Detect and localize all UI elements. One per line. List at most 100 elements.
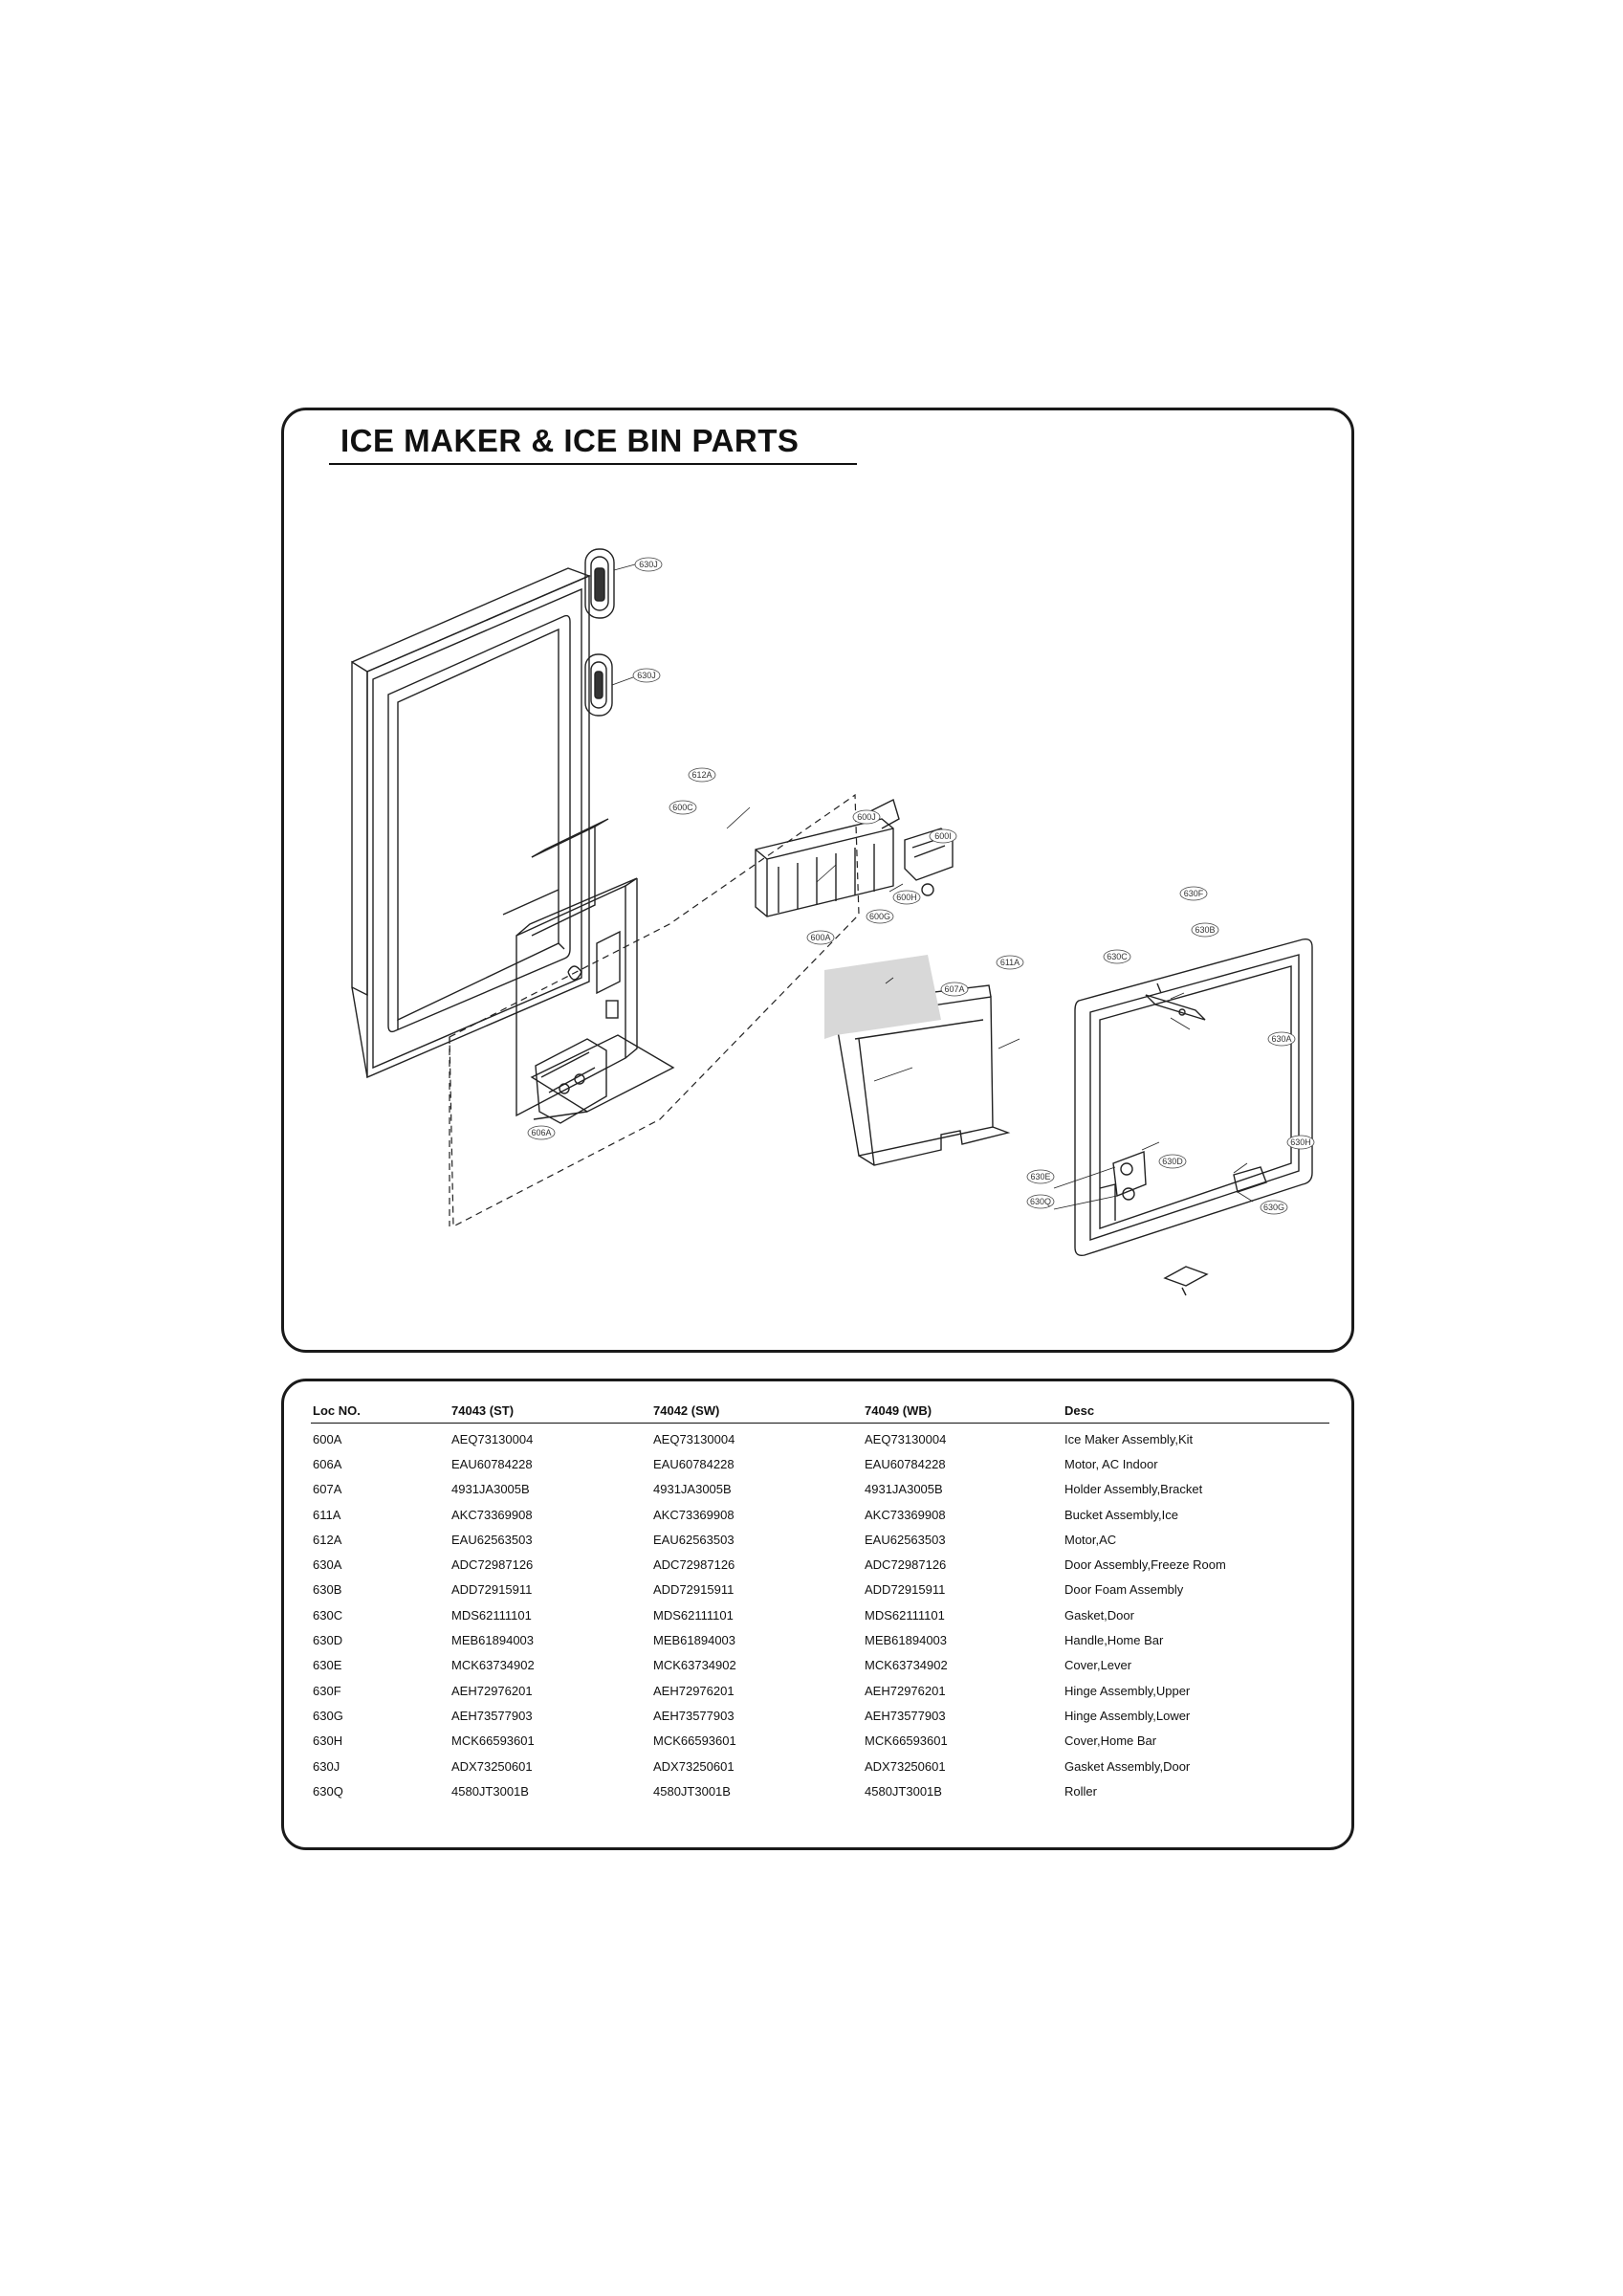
- cell-wb: AEQ73130004: [865, 1431, 947, 1446]
- cell-desc: Ice Maker Assembly,Kit: [1064, 1431, 1194, 1446]
- cell-sw: MDS62111101: [653, 1607, 734, 1623]
- cell-wb: MEB61894003: [865, 1633, 948, 1648]
- exploded-parts-diagram: 630J 630J 612A 600C 600J 600I 600H 600G …: [351, 548, 1315, 1296]
- cell-wb: MCK66593601: [865, 1733, 948, 1749]
- cell-loc: 612A: [313, 1532, 342, 1547]
- cell-desc: Hinge Assembly,Upper: [1064, 1683, 1191, 1698]
- table-row: 600A AEQ73130004 AEQ73130004 AEQ73130004…: [311, 1424, 1329, 1452]
- table-row: 630H MCK66593601 MCK66593601 MCK66593601…: [311, 1729, 1329, 1754]
- svg-text:600A: 600A: [810, 933, 830, 942]
- header-74049: 74049 (WB): [865, 1396, 1064, 1424]
- cell-wb: 4931JA3005B: [865, 1482, 943, 1497]
- cell-desc: Roller: [1064, 1783, 1097, 1799]
- table-row: 607A 4931JA3005B 4931JA3005B 4931JA3005B…: [311, 1477, 1329, 1502]
- cell-st: 4931JA3005B: [451, 1482, 530, 1497]
- home-bar-cover: [1233, 1166, 1267, 1193]
- cell-sw: ADD72915911: [653, 1582, 735, 1598]
- cell-st: ADC72987126: [451, 1557, 534, 1573]
- cell-loc: 606A: [313, 1456, 342, 1471]
- cell-wb: ADC72987126: [865, 1557, 947, 1573]
- cell-wb: 4580JT3001B: [865, 1783, 942, 1799]
- cell-loc: 630A: [313, 1557, 342, 1573]
- cell-loc: 630G: [313, 1708, 343, 1723]
- cell-wb: AEH72976201: [865, 1683, 946, 1698]
- cell-desc: Cover,Home Bar: [1064, 1733, 1157, 1749]
- svg-text:630B: 630B: [1195, 925, 1215, 935]
- svg-text:606A: 606A: [531, 1128, 551, 1137]
- svg-text:607A: 607A: [944, 984, 964, 994]
- table-header-row: Loc NO. 74043 (ST) 74042 (SW) 74049 (WB)…: [311, 1396, 1329, 1424]
- cell-wb: MCK63734902: [865, 1658, 948, 1673]
- title-underline: [329, 463, 857, 465]
- svg-text:600C: 600C: [672, 803, 693, 812]
- table-row: 630J ADX73250601 ADX73250601 ADX73250601…: [311, 1754, 1329, 1778]
- cell-st: EAU62563503: [451, 1532, 533, 1547]
- cell-desc: Hinge Assembly,Lower: [1064, 1708, 1191, 1723]
- cell-sw: MCK63734902: [653, 1658, 736, 1673]
- cell-sw: ADC72987126: [653, 1557, 735, 1573]
- cell-loc: 630H: [313, 1733, 343, 1749]
- cell-desc: Gasket Assembly,Door: [1064, 1758, 1191, 1774]
- table-row: 630G AEH73577903 AEH73577903 AEH73577903…: [311, 1703, 1329, 1728]
- header-desc: Desc: [1064, 1396, 1329, 1424]
- table-row: 630A ADC72987126 ADC72987126 ADC72987126…: [311, 1552, 1329, 1577]
- cell-wb: AKC73369908: [865, 1507, 946, 1522]
- svg-text:630F: 630F: [1184, 889, 1204, 898]
- cell-loc: 630F: [313, 1683, 341, 1698]
- svg-text:600H: 600H: [896, 893, 917, 902]
- cell-wb: EAU62563503: [865, 1532, 946, 1547]
- cell-wb: ADX73250601: [865, 1758, 946, 1774]
- ice-maker-housing: [515, 818, 675, 1120]
- cell-desc: Door Assembly,Freeze Room: [1064, 1557, 1226, 1573]
- svg-text:600I: 600I: [934, 831, 952, 841]
- hinge-upper: [1145, 982, 1206, 1021]
- svg-text:600G: 600G: [869, 912, 890, 921]
- table-row: 611A AKC73369908 AKC73369908 AKC73369908…: [311, 1502, 1329, 1527]
- cell-desc: Motor,AC: [1064, 1532, 1117, 1547]
- assembly-outline: [449, 793, 860, 1227]
- diagram-callouts: 630J 630J 612A 600C 600J 600I 600H 600G …: [527, 557, 1315, 1215]
- svg-text:630A: 630A: [1271, 1034, 1291, 1044]
- cell-wb: ADD72915911: [865, 1582, 946, 1598]
- page-title: ICE MAKER & ICE BIN PARTS: [340, 423, 800, 458]
- svg-text:630D: 630D: [1162, 1157, 1183, 1166]
- cell-wb: AEH73577903: [865, 1708, 946, 1723]
- table-row: 630B ADD72915911 ADD72915911 ADD72915911…: [311, 1578, 1329, 1602]
- diagram-panel: [281, 408, 1354, 1353]
- cell-desc: Door Foam Assembly: [1064, 1582, 1184, 1598]
- svg-text:600J: 600J: [857, 812, 876, 822]
- cell-st: AEH73577903: [451, 1708, 533, 1723]
- cell-loc: 630D: [313, 1633, 343, 1648]
- cell-st: AKC73369908: [451, 1507, 533, 1522]
- cell-desc: Bucket Assembly,Ice: [1064, 1507, 1178, 1522]
- cell-sw: 4580JT3001B: [653, 1783, 731, 1799]
- cell-st: AEH72976201: [451, 1683, 533, 1698]
- cell-desc: Holder Assembly,Bracket: [1064, 1482, 1203, 1497]
- svg-text:630J: 630J: [639, 560, 658, 569]
- table-row: 606A EAU60784228 EAU60784228 EAU60784228…: [311, 1451, 1329, 1476]
- table-row: 630Q 4580JT3001B 4580JT3001B 4580JT3001B…: [311, 1778, 1329, 1803]
- cell-st: MCK63734902: [451, 1658, 535, 1673]
- table-row: 630C MDS62111101 MDS62111101 MDS62111101…: [311, 1602, 1329, 1627]
- cell-st: MCK66593601: [451, 1733, 535, 1749]
- table-row: 630F AEH72976201 AEH72976201 AEH72976201…: [311, 1678, 1329, 1703]
- cell-sw: AKC73369908: [653, 1507, 735, 1522]
- cell-loc: 600A: [313, 1431, 342, 1446]
- parts-table: Loc NO. 74043 (ST) 74042 (SW) 74049 (WB)…: [311, 1396, 1329, 1803]
- svg-text:630E: 630E: [1030, 1172, 1050, 1181]
- door-frame-illustration: [351, 567, 591, 1079]
- cell-st: 4580JT3001B: [451, 1783, 529, 1799]
- cell-desc: Gasket,Door: [1064, 1607, 1134, 1623]
- cell-loc: 611A: [313, 1507, 341, 1522]
- home-bar-door: [1074, 938, 1313, 1257]
- cell-desc: Motor, AC Indoor: [1064, 1456, 1158, 1471]
- cell-loc: 630Q: [313, 1783, 343, 1799]
- bucket-shadow: [824, 955, 941, 1039]
- cell-sw: EAU62563503: [653, 1532, 735, 1547]
- table-row: 630D MEB61894003 MEB61894003 MEB61894003…: [311, 1627, 1329, 1652]
- svg-text:612A: 612A: [691, 770, 712, 780]
- cell-sw: AEH72976201: [653, 1683, 735, 1698]
- cell-st: ADX73250601: [451, 1758, 533, 1774]
- svg-text:630G: 630G: [1263, 1203, 1284, 1212]
- cell-sw: AEQ73130004: [653, 1431, 735, 1446]
